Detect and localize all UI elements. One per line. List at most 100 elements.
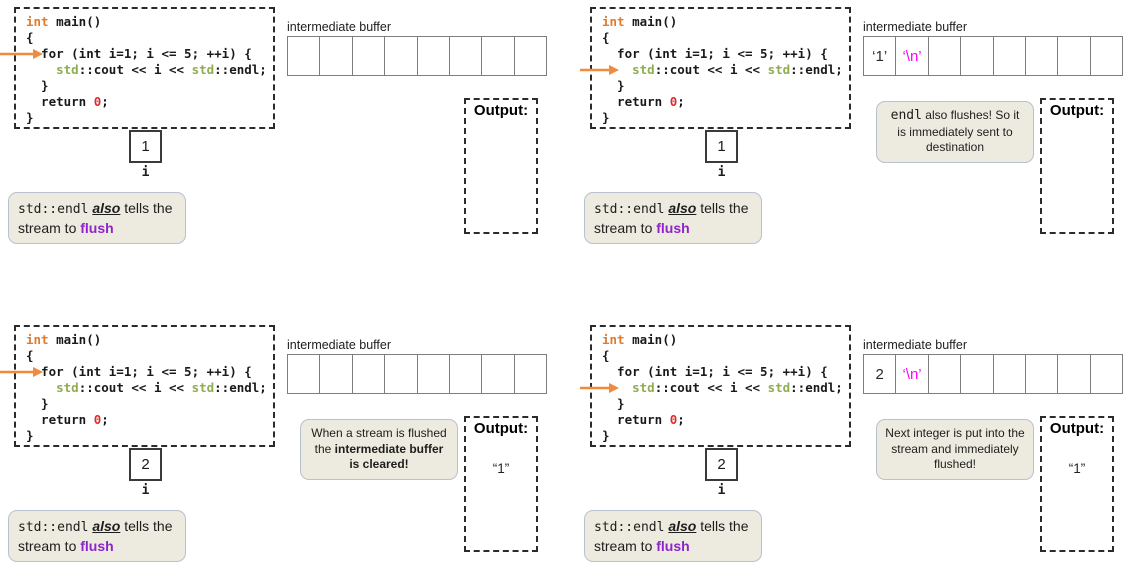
code-line: std::cout << i << std::endl; [602,62,849,78]
code-token: std [632,62,655,77]
intermediate-buffer: 2‘\n’ [863,354,1123,394]
buffer-cell [515,37,546,75]
code-token: ; [677,94,685,109]
code-token: } [26,396,49,411]
buffer-cell: ‘\n’ [896,37,929,75]
buffer-cell [961,37,994,75]
buffer-label: intermediate buffer [863,20,967,34]
endl-note: std::endl also tells the stream to flush [584,510,762,563]
intermediate-buffer: ‘1’‘\n’ [863,36,1123,76]
output-box: Output: “1” [464,416,538,552]
buffer-cell: ‘\n’ [896,355,929,393]
buffer-cell [482,355,515,393]
code-line: std::cout << i << std::endl; [26,380,273,396]
variable-name: i [141,165,150,180]
text-token: endl [890,108,922,123]
text-token: flush [80,219,114,236]
execution-arrow-icon [580,381,624,393]
text-token: intermediate buffer is cleared! [334,441,444,472]
intermediate-buffer [287,354,547,394]
buffer-label: intermediate buffer [287,338,391,352]
buffer-cell [320,37,353,75]
code-panel: int main(){ for (int i=1; i <= 5; ++i) {… [14,325,275,447]
code-panel: int main(){ for (int i=1; i <= 5; ++i) {… [590,325,851,447]
code-token: } [602,78,625,93]
step-panel-4: int main(){ for (int i=1; i <= 5; ++i) {… [576,318,1140,568]
text-token: std::endl [18,520,89,535]
code-token: return [602,412,670,427]
variable-value-box: 1 [705,130,738,163]
code-token: main() [48,332,102,347]
code-line: } [26,78,273,94]
code-token: main() [624,332,678,347]
code-line: for (int i=1; i <= 5; ++i) { [602,364,849,380]
buffer-cell [288,355,321,393]
code-token: } [26,428,34,443]
code-token: 0 [669,412,678,427]
code-line: return 0; [26,94,273,110]
text-token: also [92,518,121,534]
code-panel: int main(){ for (int i=1; i <= 5; ++i) {… [14,7,275,129]
text-token: std::endl [594,202,665,217]
text-token: std::endl [18,202,89,217]
code-line: int main() [602,14,849,30]
buffer-cell [1091,355,1122,393]
code-line: } [26,428,273,444]
code-token: std [191,62,215,77]
text-token: also [668,518,697,534]
code-token: } [26,110,34,125]
buffer-cell-value: ‘\n’ [902,365,922,383]
side-note: endl also flushes! So it is immediately … [876,101,1034,164]
code-token: ::endl; [790,380,843,395]
code-token: } [602,428,610,443]
buffer-cell [385,37,418,75]
code-token: ::endl; [214,380,267,395]
intermediate-buffer [287,36,547,76]
code-line: for (int i=1; i <= 5; ++i) { [26,46,273,62]
code-token: return [602,94,670,109]
execution-arrow-icon [0,365,44,377]
text-token: Next integer is put into the stream and … [885,426,1025,472]
endl-note: std::endl also tells the stream to flush [8,192,186,245]
text-token: flush [656,219,690,236]
code-line: { [26,30,273,46]
text-token: flush [80,537,114,554]
buffer-cell [320,355,353,393]
buffer-cell [1091,37,1122,75]
code-token: ::endl; [790,62,843,77]
side-note: When a stream is flushed the intermediat… [300,419,458,480]
buffer-cell [515,355,546,393]
code-token: } [602,396,625,411]
code-token: return [26,94,94,109]
buffer-cell [1026,355,1059,393]
text-token: flush [656,537,690,554]
code-line: std::cout << i << std::endl; [602,380,849,396]
code-token: std [191,380,215,395]
text-token: also flushes! So it is immediately sent … [897,108,1020,155]
execution-arrow-icon [0,47,44,59]
buffer-cell [385,355,418,393]
text-token: tells the stream to [18,200,173,236]
endl-note: std::endl also tells the stream to flush [8,510,186,563]
output-box: Output: [464,98,538,234]
code-line: return 0; [26,412,273,428]
output-box: Output: “1” [1040,416,1114,552]
code-line: } [602,78,849,94]
code-token: ::cout << i << [654,380,768,395]
code-token: int [602,14,625,29]
code-token: main() [624,14,678,29]
code-line: } [26,396,273,412]
variable-value-box: 1 [129,130,162,163]
code-token: std [767,62,791,77]
code-line: std::cout << i << std::endl; [26,62,273,78]
code-block: int main(){ for (int i=1; i <= 5; ++i) {… [26,332,273,444]
code-token: 0 [93,412,102,427]
code-token: std [767,380,791,395]
code-token [26,62,56,77]
code-token: ; [101,412,109,427]
variable-name: i [717,165,726,180]
code-line: } [602,396,849,412]
text-token: tells the stream to [594,518,749,554]
buffer-cell [450,355,483,393]
code-token: ::endl; [214,62,267,77]
